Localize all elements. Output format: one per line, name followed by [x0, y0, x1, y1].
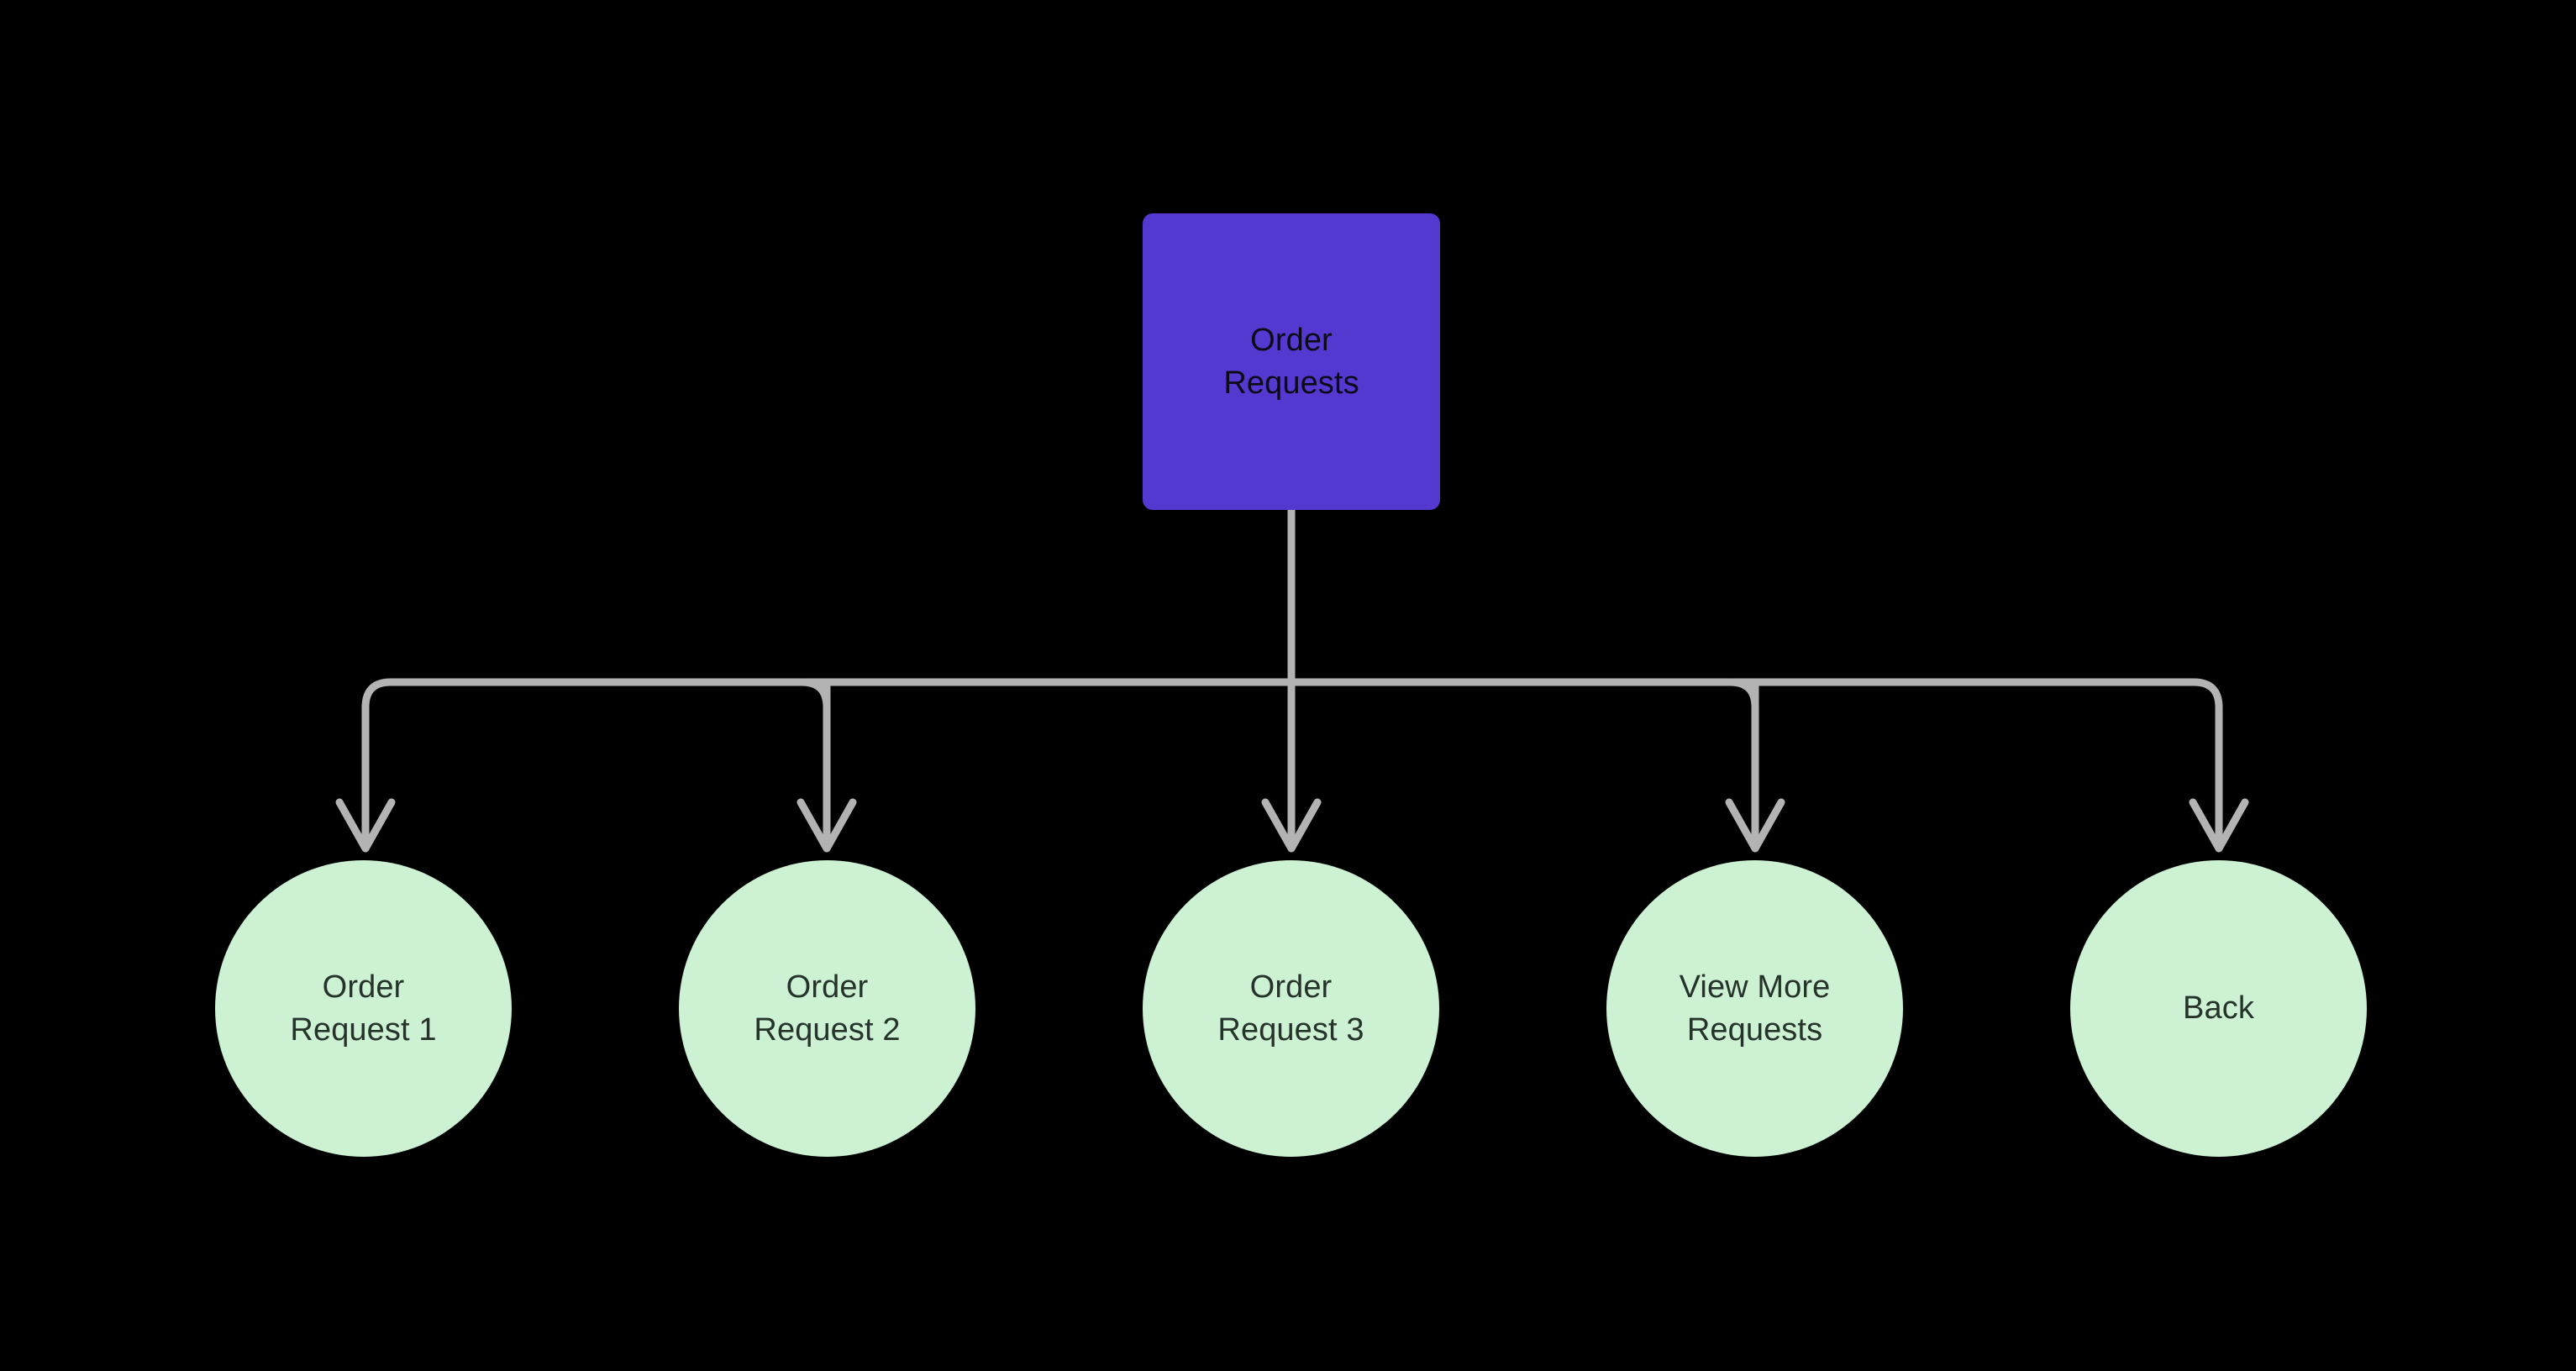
node-view-more-requests[interactable]: View More Requests — [1606, 860, 1903, 1157]
node-label: Order Request 3 — [1217, 969, 1364, 1048]
arrowhead-icon-2 — [796, 798, 857, 853]
node-label: View More Requests — [1679, 969, 1831, 1048]
node-order-request-1[interactable]: Order Request 1 — [215, 860, 512, 1157]
node-back[interactable]: Back — [2070, 860, 2367, 1157]
node-label: Order Request 1 — [290, 969, 437, 1048]
node-label: Back — [2183, 990, 2254, 1027]
arrowhead-icon-5 — [2189, 798, 2249, 853]
node-order-request-2[interactable]: Order Request 2 — [679, 860, 975, 1157]
edge-bar-left — [361, 678, 1296, 712]
arrowhead-icon-4 — [1725, 798, 1785, 853]
node-label: Order Request 2 — [754, 969, 901, 1048]
edge-corner-4 — [1726, 678, 1759, 712]
arrowhead-icon-1 — [335, 798, 396, 853]
node-label: Order Requests — [1223, 323, 1359, 401]
node-order-request-3[interactable]: Order Request 3 — [1143, 860, 1439, 1157]
edge-bar-right — [1287, 678, 2223, 712]
edge-corner-2 — [797, 678, 831, 712]
arrowhead-icon-3 — [1261, 798, 1322, 853]
node-order-requests[interactable]: Order Requests — [1143, 213, 1440, 510]
